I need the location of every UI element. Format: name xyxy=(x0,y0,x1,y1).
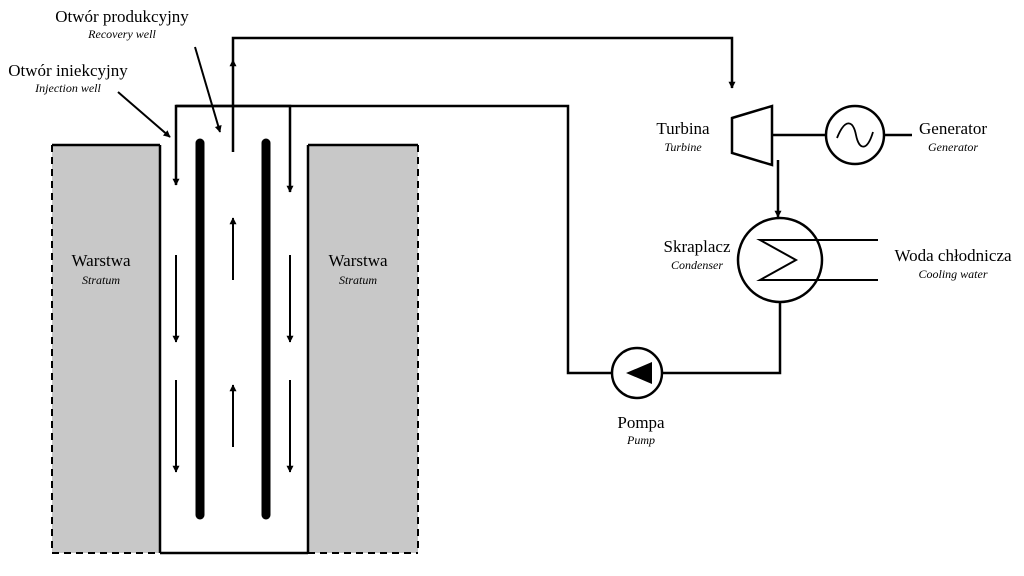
stratum-right-block xyxy=(306,143,419,554)
well-flow-arrows xyxy=(172,217,294,473)
turbine-label: Turbina xyxy=(656,119,710,138)
injection-pipe-right-branch xyxy=(176,104,294,193)
cooling-water-label: Woda chłodnicza xyxy=(894,246,1012,265)
cooling-water-label-en: Cooling water xyxy=(918,267,987,281)
generator-symbol xyxy=(824,104,886,166)
stratum-right-label-en: Stratum xyxy=(339,273,377,287)
injection-well-label: Otwór iniekcyjny xyxy=(8,61,128,80)
condenser-label: Skraplacz xyxy=(663,237,730,256)
stratum-left-label: Warstwa xyxy=(71,251,131,270)
injection-pipe xyxy=(172,104,612,375)
turbine-symbol xyxy=(730,104,774,167)
condenser-symbol xyxy=(736,216,878,304)
generator-label: Generator xyxy=(919,119,987,138)
stratum-left-label-en: Stratum xyxy=(82,273,120,287)
recovery-well-pointer xyxy=(194,46,222,133)
condenser-to-pump-pipe xyxy=(662,302,782,375)
injection-well-label-en: Injection well xyxy=(34,81,101,95)
recovery-well-label: Otwór produkcyjny xyxy=(55,7,189,26)
pump-symbol xyxy=(610,346,664,400)
injection-well-pointer xyxy=(117,91,171,138)
generator-label-en: Generator xyxy=(928,140,978,154)
condenser-label-en: Condenser xyxy=(671,258,723,272)
pump-label: Pompa xyxy=(617,413,665,432)
stratum-left-block xyxy=(51,143,162,554)
turbine-label-en: Turbine xyxy=(664,140,702,154)
pump-label-en: Pump xyxy=(626,433,655,447)
recovery-well-label-en: Recovery well xyxy=(87,27,156,41)
stratum-right-label: Warstwa xyxy=(328,251,388,270)
